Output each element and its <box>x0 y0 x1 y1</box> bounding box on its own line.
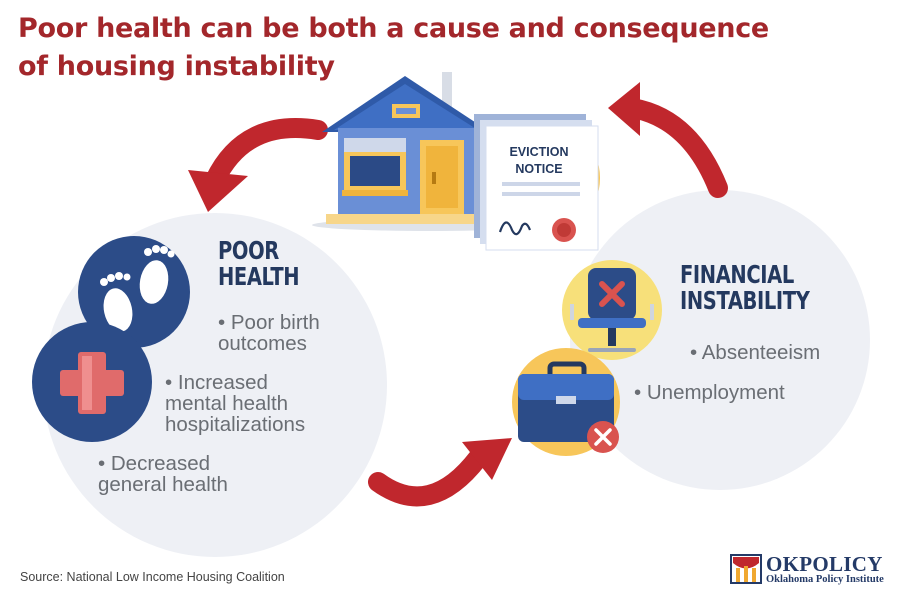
poor-health-heading: POOR HEALTH <box>218 236 300 291</box>
source-note: Source: National Low Income Housing Coal… <box>20 570 285 584</box>
okpolicy-logo-icon <box>730 554 762 584</box>
eviction-notice-line-2: NOTICE <box>515 162 562 176</box>
cycle-arrow-icon <box>368 438 512 507</box>
poor-health-heading-line-1: POOR <box>218 236 279 265</box>
financial-instability-heading: FINANCIAL INSTABILITY <box>680 260 810 315</box>
list-item: • Unemployment <box>634 381 785 404</box>
financial-heading-line-2: INSTABILITY <box>680 286 810 315</box>
eviction-notice-icon <box>474 114 600 251</box>
okpolicy-logo-subtitle: Oklahoma Policy Institute <box>766 574 884 585</box>
list-item: • Increased mental health hospitalizatio… <box>165 371 306 436</box>
office-chair-icon <box>562 260 662 360</box>
list-item: • Poor birth outcomes <box>218 311 320 355</box>
reject-x-icon <box>587 421 619 453</box>
okpolicy-logo: OKPOLICY Oklahoma Policy Institute <box>730 552 884 586</box>
eviction-notice-line-1: EVICTION <box>509 145 568 159</box>
title-line-1: Poor health can be both a cause and cons… <box>18 13 769 44</box>
list-item: • Decreased general health <box>98 452 228 496</box>
financial-heading-line-1: FINANCIAL <box>680 260 794 289</box>
title-line-2: of housing instability <box>18 51 335 82</box>
financial-instability-circle <box>570 190 870 490</box>
house-icon <box>312 72 548 231</box>
list-item: • Absenteeism <box>690 341 821 364</box>
okpolicy-logo-wordmark: OKPOLICY <box>766 552 883 576</box>
cycle-arrow-icon <box>608 82 728 198</box>
cycle-arrow-icon <box>188 118 328 212</box>
poor-health-heading-line-2: HEALTH <box>218 262 300 291</box>
medical-cross-icon <box>32 322 152 442</box>
page-title: Poor health can be both a cause and cons… <box>18 10 838 86</box>
footprints-icon <box>78 236 190 348</box>
